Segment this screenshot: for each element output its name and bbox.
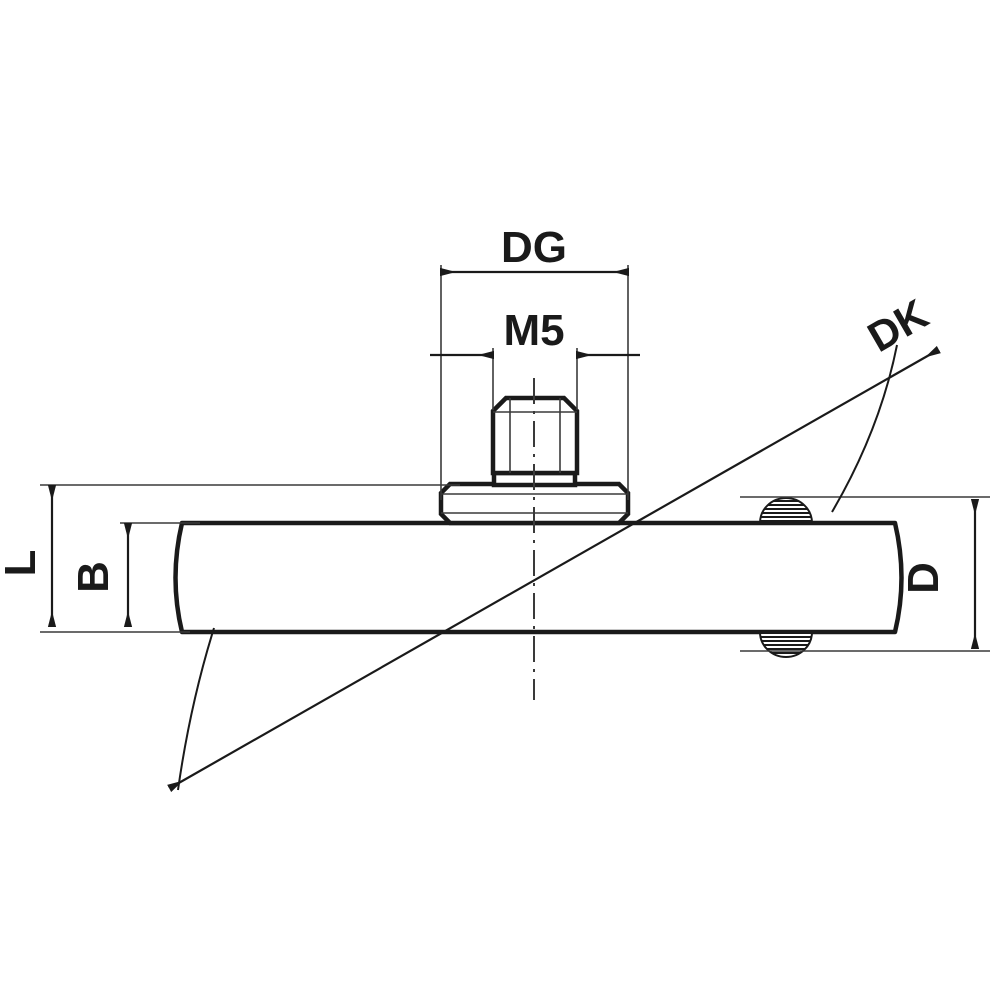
dk-dimension-line bbox=[167, 345, 941, 793]
b-label: B bbox=[69, 561, 118, 593]
l-label: L bbox=[0, 550, 45, 577]
dimension-m5: M5 bbox=[430, 306, 640, 360]
ring-mark-bottom bbox=[758, 631, 814, 658]
dg-label: DG bbox=[501, 223, 567, 272]
dimension-dg: DG bbox=[440, 223, 629, 277]
dimension-l: L bbox=[0, 485, 57, 627]
dk-label: DK bbox=[860, 290, 936, 361]
dimension-b: B bbox=[69, 523, 133, 627]
d-label: D bbox=[899, 562, 948, 594]
dimension-d: D bbox=[899, 499, 980, 649]
ring-mark-top bbox=[758, 497, 814, 524]
m5-label: M5 bbox=[503, 306, 564, 355]
arc-right-dk bbox=[831, 344, 898, 513]
